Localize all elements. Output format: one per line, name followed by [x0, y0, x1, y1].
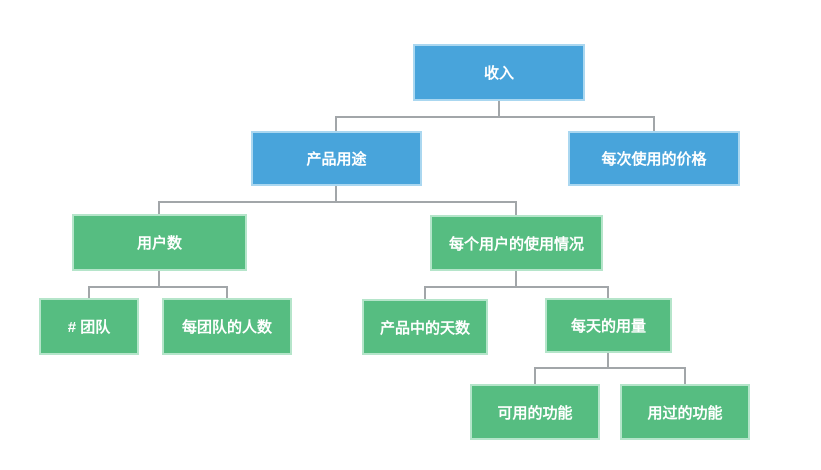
- node-team-count[interactable]: # 团队: [39, 298, 139, 355]
- node-user-count[interactable]: 用户数: [72, 214, 247, 271]
- connector-user-count-children: [88, 271, 228, 298]
- connector-revenue-children: [335, 101, 655, 131]
- connector-product-usage-children: [158, 186, 517, 215]
- node-product-usage[interactable]: 产品用途: [251, 131, 422, 186]
- node-usage-per-user[interactable]: 每个用户的使用情况: [430, 215, 603, 271]
- node-used-features[interactable]: 用过的功能: [620, 384, 750, 440]
- node-price-per-use[interactable]: 每次使用的价格: [568, 131, 740, 186]
- connector-usage-per-day-children: [534, 353, 686, 384]
- node-usage-per-day[interactable]: 每天的用量: [545, 298, 672, 353]
- node-people-per-team[interactable]: 每团队的人数: [162, 298, 292, 355]
- node-revenue[interactable]: 收入: [413, 44, 585, 101]
- node-available-features[interactable]: 可用的功能: [470, 384, 600, 440]
- node-days-in-product[interactable]: 产品中的天数: [362, 299, 488, 355]
- connector-usage-per-user-children: [424, 271, 609, 299]
